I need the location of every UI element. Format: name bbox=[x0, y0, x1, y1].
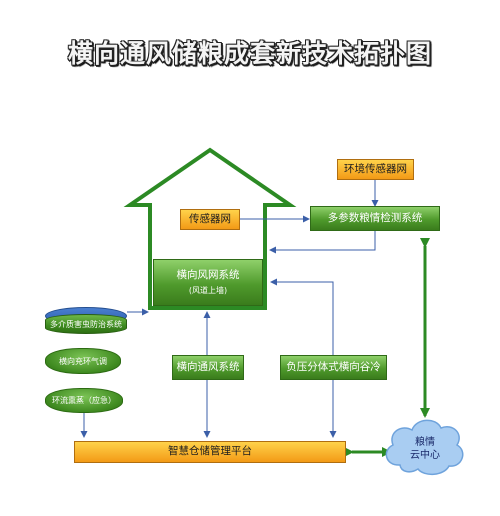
circulation-fumigation: 环流熏蒸（应急） bbox=[45, 388, 123, 413]
grain-cloud-center: 粮情 云中心 bbox=[390, 425, 460, 473]
multi-param-label: 多参数粮情检测系统 bbox=[327, 211, 423, 224]
env-sensor-network: 环境传感器网 bbox=[337, 159, 414, 180]
sensor-network-label: 传感器网 bbox=[189, 212, 231, 225]
cloud-label-line1: 粮情 bbox=[415, 436, 435, 448]
fumigation-label: 环流熏蒸（应急） bbox=[52, 396, 116, 405]
env-sensor-label: 环境传感器网 bbox=[344, 162, 407, 175]
wind-net-label: 横向风网系统 bbox=[176, 269, 240, 282]
arrow-negpressure-to-windnet bbox=[270, 278, 334, 355]
wind-network-system: 横向风网系统 (风道上墙) bbox=[153, 259, 263, 306]
wind-net-sublabel: (风道上墙) bbox=[188, 285, 228, 295]
diagram-title: 横向通风储粮成套新技术拓扑图 bbox=[67, 39, 432, 68]
arrow-multiparam-to-windnet bbox=[269, 231, 376, 254]
smart-storage-platform: 智慧仓储管理平台 bbox=[74, 441, 346, 463]
ventilation-label: 横向通风系统 bbox=[176, 360, 240, 373]
circulation-atmosphere-control: 横向充环气调 bbox=[45, 348, 121, 374]
cloud-label-line2: 云中心 bbox=[410, 450, 440, 461]
house-outline bbox=[123, 147, 297, 310]
sensor-network: 传感器网 bbox=[180, 209, 240, 230]
circulation-label: 横向充环气调 bbox=[59, 356, 107, 366]
platform-label: 智慧仓储管理平台 bbox=[168, 445, 252, 458]
negative-pressure-cooling: 负压分体式横向谷冷 bbox=[280, 355, 387, 380]
multi-param-detection-system: 多参数粮情检测系统 bbox=[310, 206, 440, 231]
pest-control-label: 多介质害虫防治系统 bbox=[50, 319, 122, 329]
horizontal-ventilation-system: 横向通风系统 bbox=[172, 355, 244, 380]
pest-control-system: 多介质害虫防治系统 bbox=[45, 307, 127, 334]
cloud-shape bbox=[385, 419, 464, 475]
neg-pressure-label: 负压分体式横向谷冷 bbox=[286, 360, 381, 373]
